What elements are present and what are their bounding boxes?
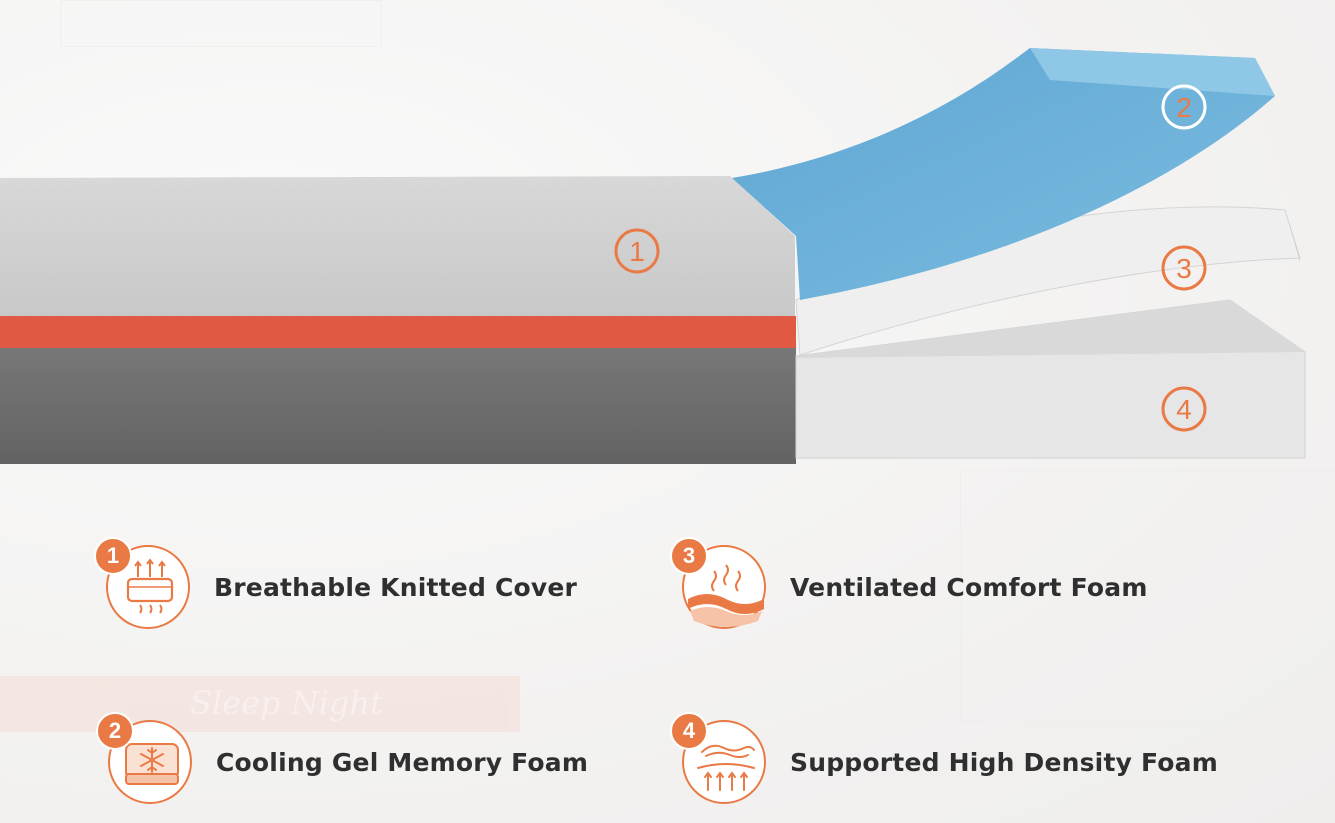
svg-text:3: 3 (1176, 253, 1192, 284)
callout-2: 2 (1161, 84, 1207, 130)
feature-label: Supported High Density Foam (790, 747, 1218, 777)
feature-label: Ventilated Comfort Foam (790, 572, 1148, 602)
feature-number-badge: 2 (96, 712, 134, 750)
svg-text:2: 2 (1176, 92, 1192, 123)
background-window (960, 470, 1335, 722)
feature-label: Breathable Knitted Cover (214, 572, 578, 602)
callout-3: 3 (1161, 245, 1207, 291)
ventilated-foam-icon: 3 (670, 537, 766, 629)
cooling-gel-icon: 2 (96, 712, 192, 804)
feature-number-badge: 1 (94, 537, 132, 575)
callout-1: 1 (614, 228, 660, 274)
feature-breathable-cover: 1 Breathable Knitted Cover (94, 537, 578, 629)
mattress-layers-illustration: 1 2 3 4 (0, 48, 1306, 464)
cover-grey-side (0, 348, 796, 464)
feature-high-density-foam: 4 Supported High Density Foam (670, 712, 1218, 804)
callout-4: 4 (1161, 386, 1207, 432)
feature-label: Cooling Gel Memory Foam (216, 747, 589, 777)
background-frame-left (60, 0, 382, 47)
layer-2-gel-foam (732, 48, 1275, 300)
svg-text:1: 1 (629, 236, 645, 267)
feature-cooling-gel: 2 Cooling Gel Memory Foam (96, 712, 589, 804)
background-banner: Sleep Night (0, 676, 520, 732)
svg-text:4: 4 (1176, 394, 1192, 425)
breathable-cover-icon: 1 (94, 537, 190, 629)
cover-red-stripe (0, 316, 796, 348)
feature-number-badge: 3 (670, 537, 708, 575)
feature-number-badge: 4 (670, 712, 708, 750)
feature-ventilated-foam: 3 Ventilated Comfort Foam (670, 537, 1148, 629)
high-density-foam-icon: 4 (670, 712, 766, 804)
